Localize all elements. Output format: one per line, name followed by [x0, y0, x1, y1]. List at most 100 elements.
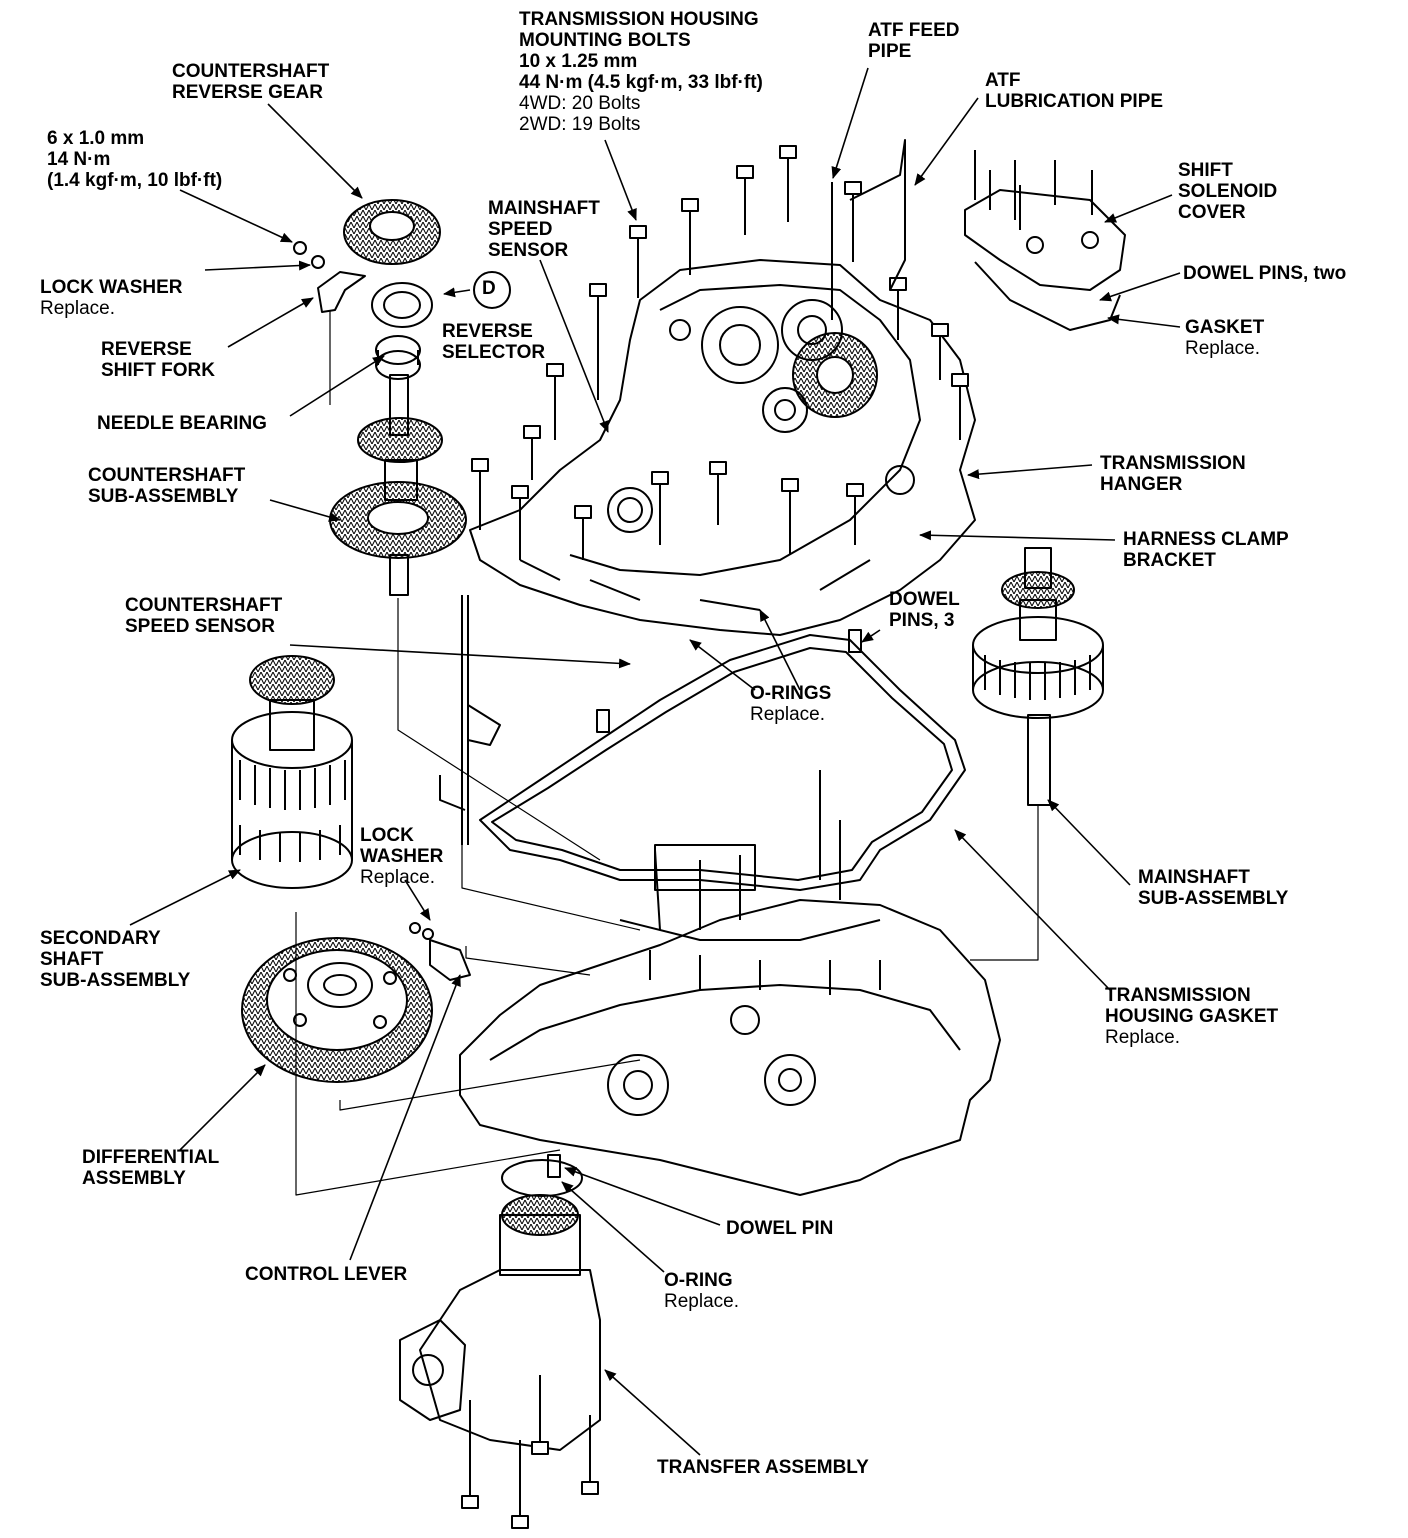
label-dowel-pins-two: DOWEL PINS, two	[1183, 263, 1346, 284]
label-countershaft-reverse-gear: COUNTERSHAFT REVERSE GEAR	[172, 61, 329, 103]
label-line: BRACKET	[1123, 550, 1216, 571]
label-line: (1.4 kgf·m, 10 lbf·ft)	[47, 170, 223, 191]
label-line: LOCK WASHER	[40, 277, 183, 298]
label-line: 10 x 1.25 mm	[519, 51, 638, 72]
label-transmission-hanger: TRANSMISSION HANGER	[1100, 453, 1246, 495]
transmission-housing-lower	[459, 770, 1001, 1196]
label-bolt-spec: 6 x 1.0 mm 14 N·m (1.4 kgf·m, 10 lbf·ft)	[47, 128, 222, 191]
reverse-selector-art	[371, 271, 511, 328]
label-line: HARNESS CLAMP	[1123, 529, 1289, 550]
label-line: REVERSE	[442, 321, 533, 342]
label-line: Replace.	[750, 704, 825, 725]
label-mainshaft-speed-sensor: MAINSHAFT SPEED SENSOR	[488, 198, 600, 261]
label-line: MAINSHAFT	[1138, 867, 1250, 888]
label-line: Replace.	[664, 1291, 739, 1312]
label-line: Replace.	[1185, 338, 1260, 359]
label-mainshaft-sub-assembly: MAINSHAFT SUB-ASSEMBLY	[1138, 867, 1288, 909]
label-line: TRANSMISSION	[1105, 985, 1251, 1006]
label-atf-feed-pipe: ATF FEED PIPE	[868, 20, 959, 62]
label-line: SUB-ASSEMBLY	[1138, 888, 1289, 909]
label-line: NEEDLE BEARING	[97, 413, 267, 434]
label-line: REVERSE GEAR	[172, 82, 323, 103]
label-dowel-pin: DOWEL PIN	[726, 1218, 833, 1239]
label-line: ASSEMBLY	[82, 1168, 186, 1189]
label-line: 6 x 1.0 mm	[47, 128, 145, 149]
label-differential-assembly: DIFFERENTIAL ASSEMBLY	[82, 1147, 219, 1189]
housing-mounting-bolts	[471, 145, 969, 560]
label-line: SECONDARY	[40, 928, 161, 949]
label-line: HOUSING GASKET	[1105, 1006, 1279, 1027]
label-line: SELECTOR	[442, 342, 546, 363]
transmission-housing-gasket-art	[479, 634, 966, 891]
label-line: CONTROL LEVER	[245, 1264, 408, 1285]
label-line: SOLENOID	[1178, 181, 1278, 202]
label-line: MOUNTING BOLTS	[519, 30, 691, 51]
label-line: O-RING	[664, 1270, 733, 1291]
reverse-shift-fork-art	[317, 271, 366, 313]
label-line: COUNTERSHAFT	[172, 61, 330, 82]
label-control-lever: CONTROL LEVER	[245, 1264, 407, 1285]
label-countershaft-sub-assembly: COUNTERSHAFT SUB-ASSEMBLY	[88, 465, 245, 507]
label-line: Replace.	[360, 867, 435, 888]
label-reverse-selector: REVERSE SELECTOR	[442, 321, 545, 363]
label-transmission-housing-mounting-bolts: TRANSMISSION HOUSING MOUNTING BOLTS 10 x…	[519, 9, 763, 135]
label-secondary-shaft-sub-assembly: SECONDARY SHAFT SUB-ASSEMBLY	[40, 928, 190, 991]
label-line: PIPE	[868, 41, 912, 62]
transmission-housing-upper	[469, 259, 976, 636]
label-line: TRANSFER ASSEMBLY	[657, 1457, 869, 1478]
label-line: SHAFT	[40, 949, 104, 970]
label-line: SUB-ASSEMBLY	[40, 970, 191, 991]
shift-solenoid-cover	[964, 150, 1126, 331]
label-line: SENSOR	[488, 240, 569, 261]
label-line: 14 N·m	[47, 149, 111, 170]
label-o-rings: O-RINGS Replace.	[750, 683, 831, 725]
label-line: O-RINGS	[750, 683, 832, 704]
differential-art	[241, 937, 433, 1083]
label-line: SHIFT	[1178, 160, 1233, 181]
label-transfer-assembly: TRANSFER ASSEMBLY	[657, 1457, 869, 1478]
label-line: DOWEL PIN	[726, 1218, 834, 1239]
label-line: 44 N·m (4.5 kgf·m, 33 lbf·ft)	[519, 72, 763, 93]
label-line: Replace.	[40, 298, 115, 319]
label-line: DOWEL	[889, 589, 960, 610]
label-line: PINS, 3	[889, 610, 955, 631]
label-line: WASHER	[360, 846, 444, 867]
label-transmission-housing-gasket: TRANSMISSION HOUSING GASKET Replace.	[1105, 985, 1278, 1048]
shift-shaft-art	[439, 595, 501, 845]
label-line: Replace.	[1105, 1027, 1180, 1048]
label-line: 4WD: 20 Bolts	[519, 93, 641, 114]
label-line: TRANSMISSION HOUSING	[519, 9, 759, 30]
control-lever-art	[409, 922, 471, 981]
label-lock-washer-mid: LOCK WASHER Replace.	[360, 825, 443, 888]
label-line: MAINSHAFT	[488, 198, 600, 219]
countershaft-reverse-gear-art	[343, 199, 441, 265]
label-line: REVERSE	[101, 339, 192, 360]
dowel-pins-art	[547, 629, 862, 1178]
label-reverse-shift-fork: REVERSE SHIFT FORK	[101, 339, 215, 381]
reverse-selector-symbol: D	[482, 278, 496, 299]
label-line: DIFFERENTIAL	[82, 1147, 220, 1168]
mainshaft-art	[972, 547, 1104, 806]
label-line: SPEED SENSOR	[125, 616, 275, 637]
label-line: SUB-ASSEMBLY	[88, 486, 239, 507]
secondary-shaft-art	[231, 655, 353, 889]
label-line: GASKET	[1185, 317, 1265, 338]
transfer-assembly-art	[399, 1159, 601, 1529]
label-o-ring: O-RING Replace.	[664, 1270, 739, 1312]
lock-washer-art	[293, 241, 325, 269]
label-harness-clamp-bracket: HARNESS CLAMP BRACKET	[1123, 529, 1289, 571]
label-dowel-pins-3: DOWEL PINS, 3	[889, 589, 960, 631]
label-line: LUBRICATION PIPE	[985, 91, 1164, 112]
label-needle-bearing: NEEDLE BEARING	[97, 413, 267, 434]
label-countershaft-speed-sensor: COUNTERSHAFT SPEED SENSOR	[125, 595, 282, 637]
label-atf-lubrication-pipe: ATF LUBRICATION PIPE	[985, 70, 1163, 112]
alignment-lines	[295, 310, 1039, 1196]
label-line: HANGER	[1100, 474, 1183, 495]
label-line: SPEED	[488, 219, 553, 240]
label-gasket: GASKET Replace.	[1185, 317, 1264, 359]
label-line: ATF FEED	[868, 20, 960, 41]
label-line: DOWEL PINS, two	[1183, 263, 1347, 284]
label-line: COVER	[1178, 202, 1246, 223]
countershaft-sub-assembly-art	[329, 374, 467, 596]
